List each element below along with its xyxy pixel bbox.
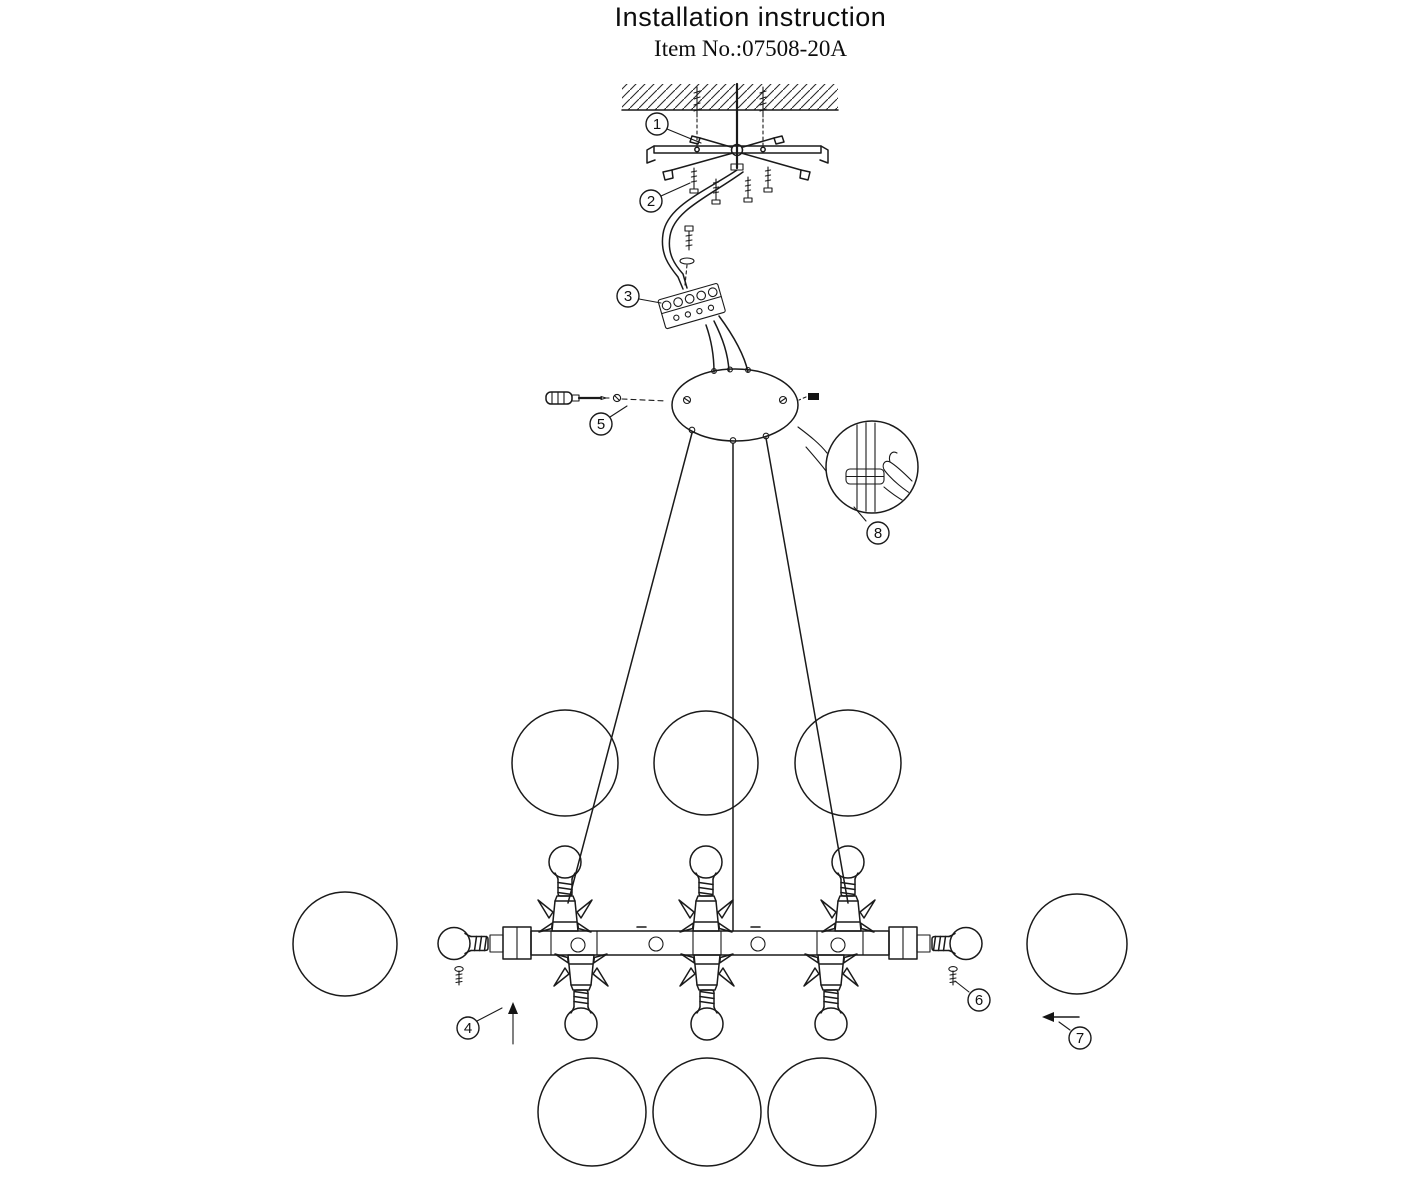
- mounting-bracket: [646, 135, 829, 181]
- detail-bubble: [797, 420, 919, 514]
- suspension-wire-right: [765, 437, 849, 904]
- step-number: 3: [624, 288, 632, 305]
- screwdriver-icon: [545, 391, 667, 405]
- lamp-socket-down: [553, 953, 609, 991]
- step-label-5: 5: [589, 405, 628, 436]
- lamp-socket-up: [678, 895, 734, 933]
- lamp-socket-down: [679, 953, 735, 991]
- hand-icon: [882, 451, 917, 506]
- assembly-arrow-up: [508, 1002, 518, 1045]
- step-number: 4: [464, 1020, 472, 1037]
- lamp-socket-down: [803, 953, 859, 991]
- glass-globe: [653, 710, 759, 816]
- canopy-screw-left: [682, 395, 692, 405]
- light-bulb-down: [814, 989, 848, 1041]
- glass-globe: [767, 1057, 877, 1167]
- header: Installation instruction Item No.:07508-…: [42, 2, 1417, 62]
- mains-cable: [661, 169, 744, 290]
- lamp-socket-up: [537, 895, 593, 933]
- bar-hole: [570, 937, 586, 953]
- terminal-block: [657, 282, 726, 330]
- suspension-wire-left: [567, 432, 693, 904]
- step-number: 6: [975, 992, 983, 1009]
- ceiling-canopy: [671, 366, 799, 444]
- glass-globe: [794, 709, 902, 817]
- step-label-6: 6: [954, 980, 991, 1012]
- glass-globe: [511, 709, 619, 817]
- step-number: 1: [653, 116, 661, 133]
- canopy-wires: [705, 315, 749, 373]
- assembly-arrow-left: [1042, 1012, 1080, 1022]
- item-number: Item No.:07508-20A: [654, 36, 847, 61]
- step-label-7: 7: [1058, 1021, 1092, 1050]
- light-bulb-up: [831, 845, 865, 897]
- light-bulb-up: [689, 845, 723, 897]
- light-bulb-down: [564, 989, 598, 1041]
- step-label-4: 4: [456, 1007, 503, 1040]
- step-label-3: 3: [616, 284, 662, 308]
- glass-globe: [537, 1057, 647, 1167]
- bar-hole: [830, 937, 846, 953]
- bar-hole: [750, 936, 766, 952]
- page-title: Installation instruction: [614, 2, 887, 32]
- step-number: 8: [874, 525, 882, 542]
- lamp-socket-up: [820, 895, 876, 933]
- light-bulb-right: [931, 926, 983, 961]
- canopy-screw-right: [778, 395, 788, 405]
- canopy-screw-icon: [612, 393, 622, 403]
- light-bulb-left: [437, 926, 489, 961]
- bar-hole: [648, 936, 664, 952]
- step-label-8: 8: [853, 506, 890, 545]
- step-label-2: 2: [639, 182, 691, 213]
- step-number: 7: [1076, 1030, 1084, 1047]
- ceiling: [621, 84, 839, 146]
- glass-globe: [292, 891, 398, 997]
- step-number: 2: [647, 193, 655, 210]
- terminal-screw: [679, 225, 695, 286]
- glass-globe: [1026, 893, 1128, 995]
- small-screw-icon: [454, 966, 464, 986]
- glass-globe: [652, 1057, 762, 1167]
- set-screw-icon: [798, 393, 819, 401]
- suspension-wires: [567, 432, 849, 932]
- step-number: 5: [597, 416, 605, 433]
- light-bulb-down: [690, 989, 724, 1041]
- step-label-1: 1: [645, 112, 702, 144]
